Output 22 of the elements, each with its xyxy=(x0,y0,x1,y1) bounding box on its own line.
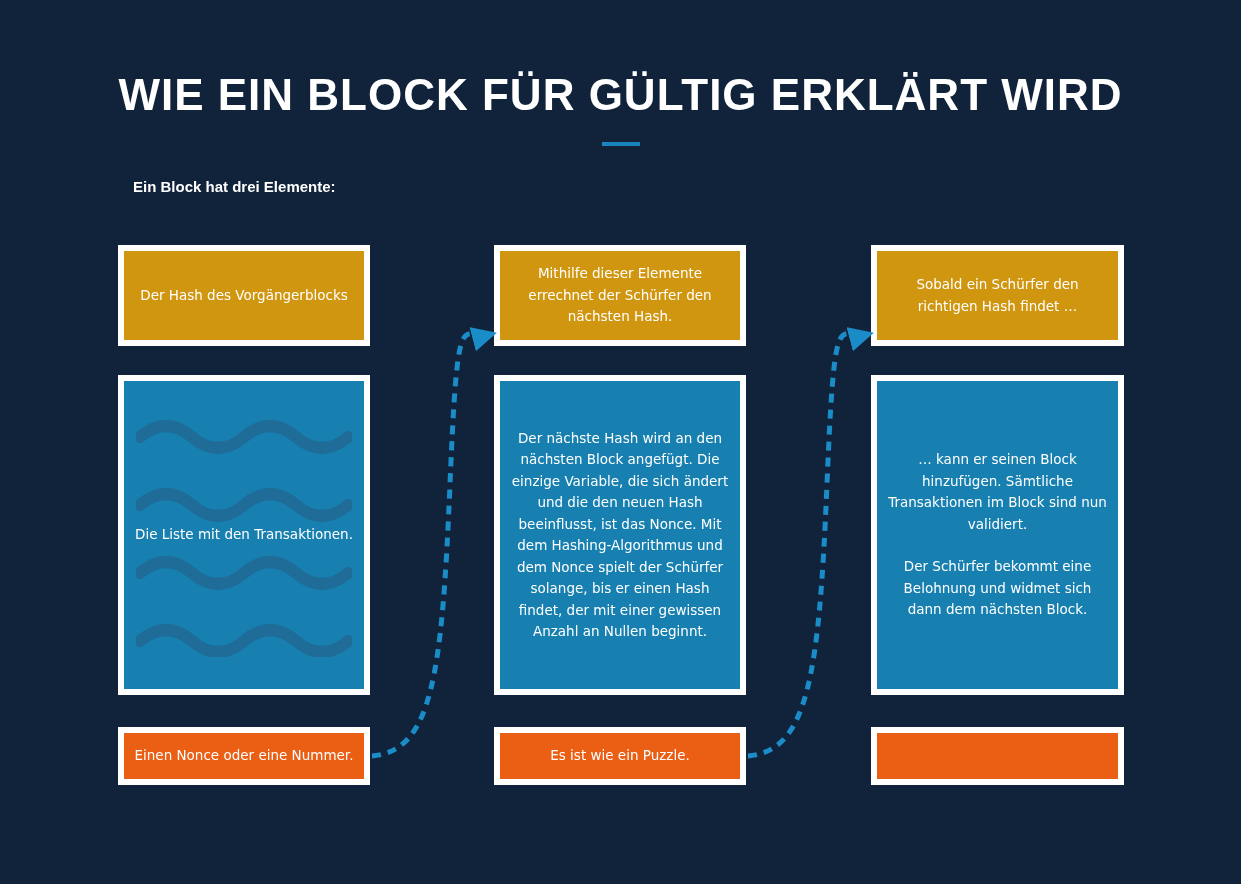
dotted-arrow xyxy=(371,324,497,759)
step-box xyxy=(494,727,746,785)
step-box xyxy=(118,245,370,346)
step-text: Der Schürfer bekommt eine Belohnung und widmet sich dann dem nächsten Block. xyxy=(902,557,1093,620)
step-box xyxy=(871,375,1124,695)
step-text: Mithilfe dieser Elemente errechnet der Schürfer den nächsten Hash. xyxy=(527,264,713,327)
step-box xyxy=(871,245,1124,346)
step-box xyxy=(494,245,746,346)
step-text: Die Liste mit den Transaktionen. xyxy=(135,525,353,545)
step-text: Es ist wie ein Puzzle. xyxy=(550,746,690,766)
step-text: Der Hash des Vorgängerblocks xyxy=(140,285,348,305)
step-text: Der nächste Hash wird an den nächsten Block angefügt. Die einzige Variable, die sich ändert und die den neuen Hash beeinflusst, ist das Nonce. Mit dem Hashing-Algorithmus und dem Nonce spielt der Schürfer solange, bis er einen Hash findet, der mit einer gewissen Anzahl an Nullen beginnt. xyxy=(510,428,730,641)
title: WIE EIN BLOCK FÜR GÜLTIG ERKLÄRT WIRD xyxy=(117,70,1124,120)
empty-box xyxy=(871,727,1124,785)
step-text: Einen Nonce oder eine Nummer. xyxy=(134,746,354,766)
section-heading: Ein Block hat drei Elemente: xyxy=(133,178,336,195)
dotted-arrow xyxy=(747,324,874,759)
step-text: … kann er seinen Block hinzufügen. Sämtliche Transaktionen im Block sind nun validiert. xyxy=(887,450,1108,534)
step-box xyxy=(494,375,746,695)
step-box xyxy=(118,375,370,695)
step-box xyxy=(118,727,370,785)
step-text: Sobald ein Schürfer den richtigen Hash findet … xyxy=(915,275,1080,316)
